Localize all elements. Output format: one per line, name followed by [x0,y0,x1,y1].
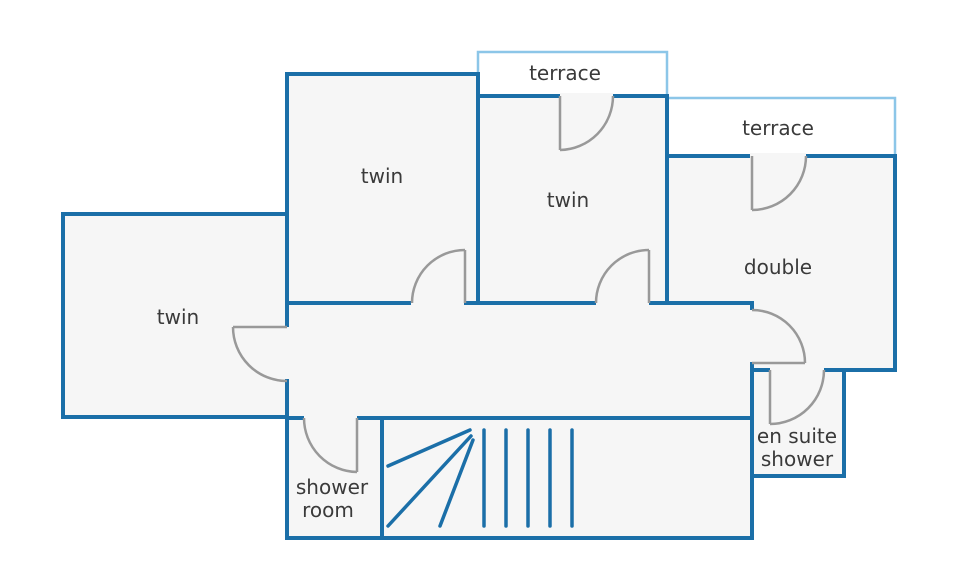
label-shower-room-line1: shower [296,475,369,499]
label-terrace-east: terrace [742,116,814,140]
label-double: double [744,255,812,279]
room-twin-west [61,212,289,419]
hallway [285,301,754,420]
label-terrace-north: terrace [529,61,601,85]
door-twin-north [410,248,467,304]
terrace-east-outline [665,96,897,158]
door-shower-room [302,417,359,474]
label-shower-room-line2: room [302,498,354,522]
stairs [386,428,574,528]
door-twin-west [231,325,288,383]
door-twin-center [594,248,651,304]
label-ensuite-line2: shower [761,447,834,471]
label-twin-north: twin [361,164,403,188]
room-twin-north [285,72,480,305]
label-twin-west: twin [157,305,199,329]
door-terrace-north [558,95,615,152]
door-terrace-east [750,155,808,212]
label-ensuite-line1: en suite [757,424,837,448]
door-double [751,308,807,365]
label-twin-center: twin [547,188,589,212]
room-shower [285,416,384,540]
room-ensuite [750,368,846,478]
door-ensuite [768,369,826,426]
staircase-area [380,416,754,540]
